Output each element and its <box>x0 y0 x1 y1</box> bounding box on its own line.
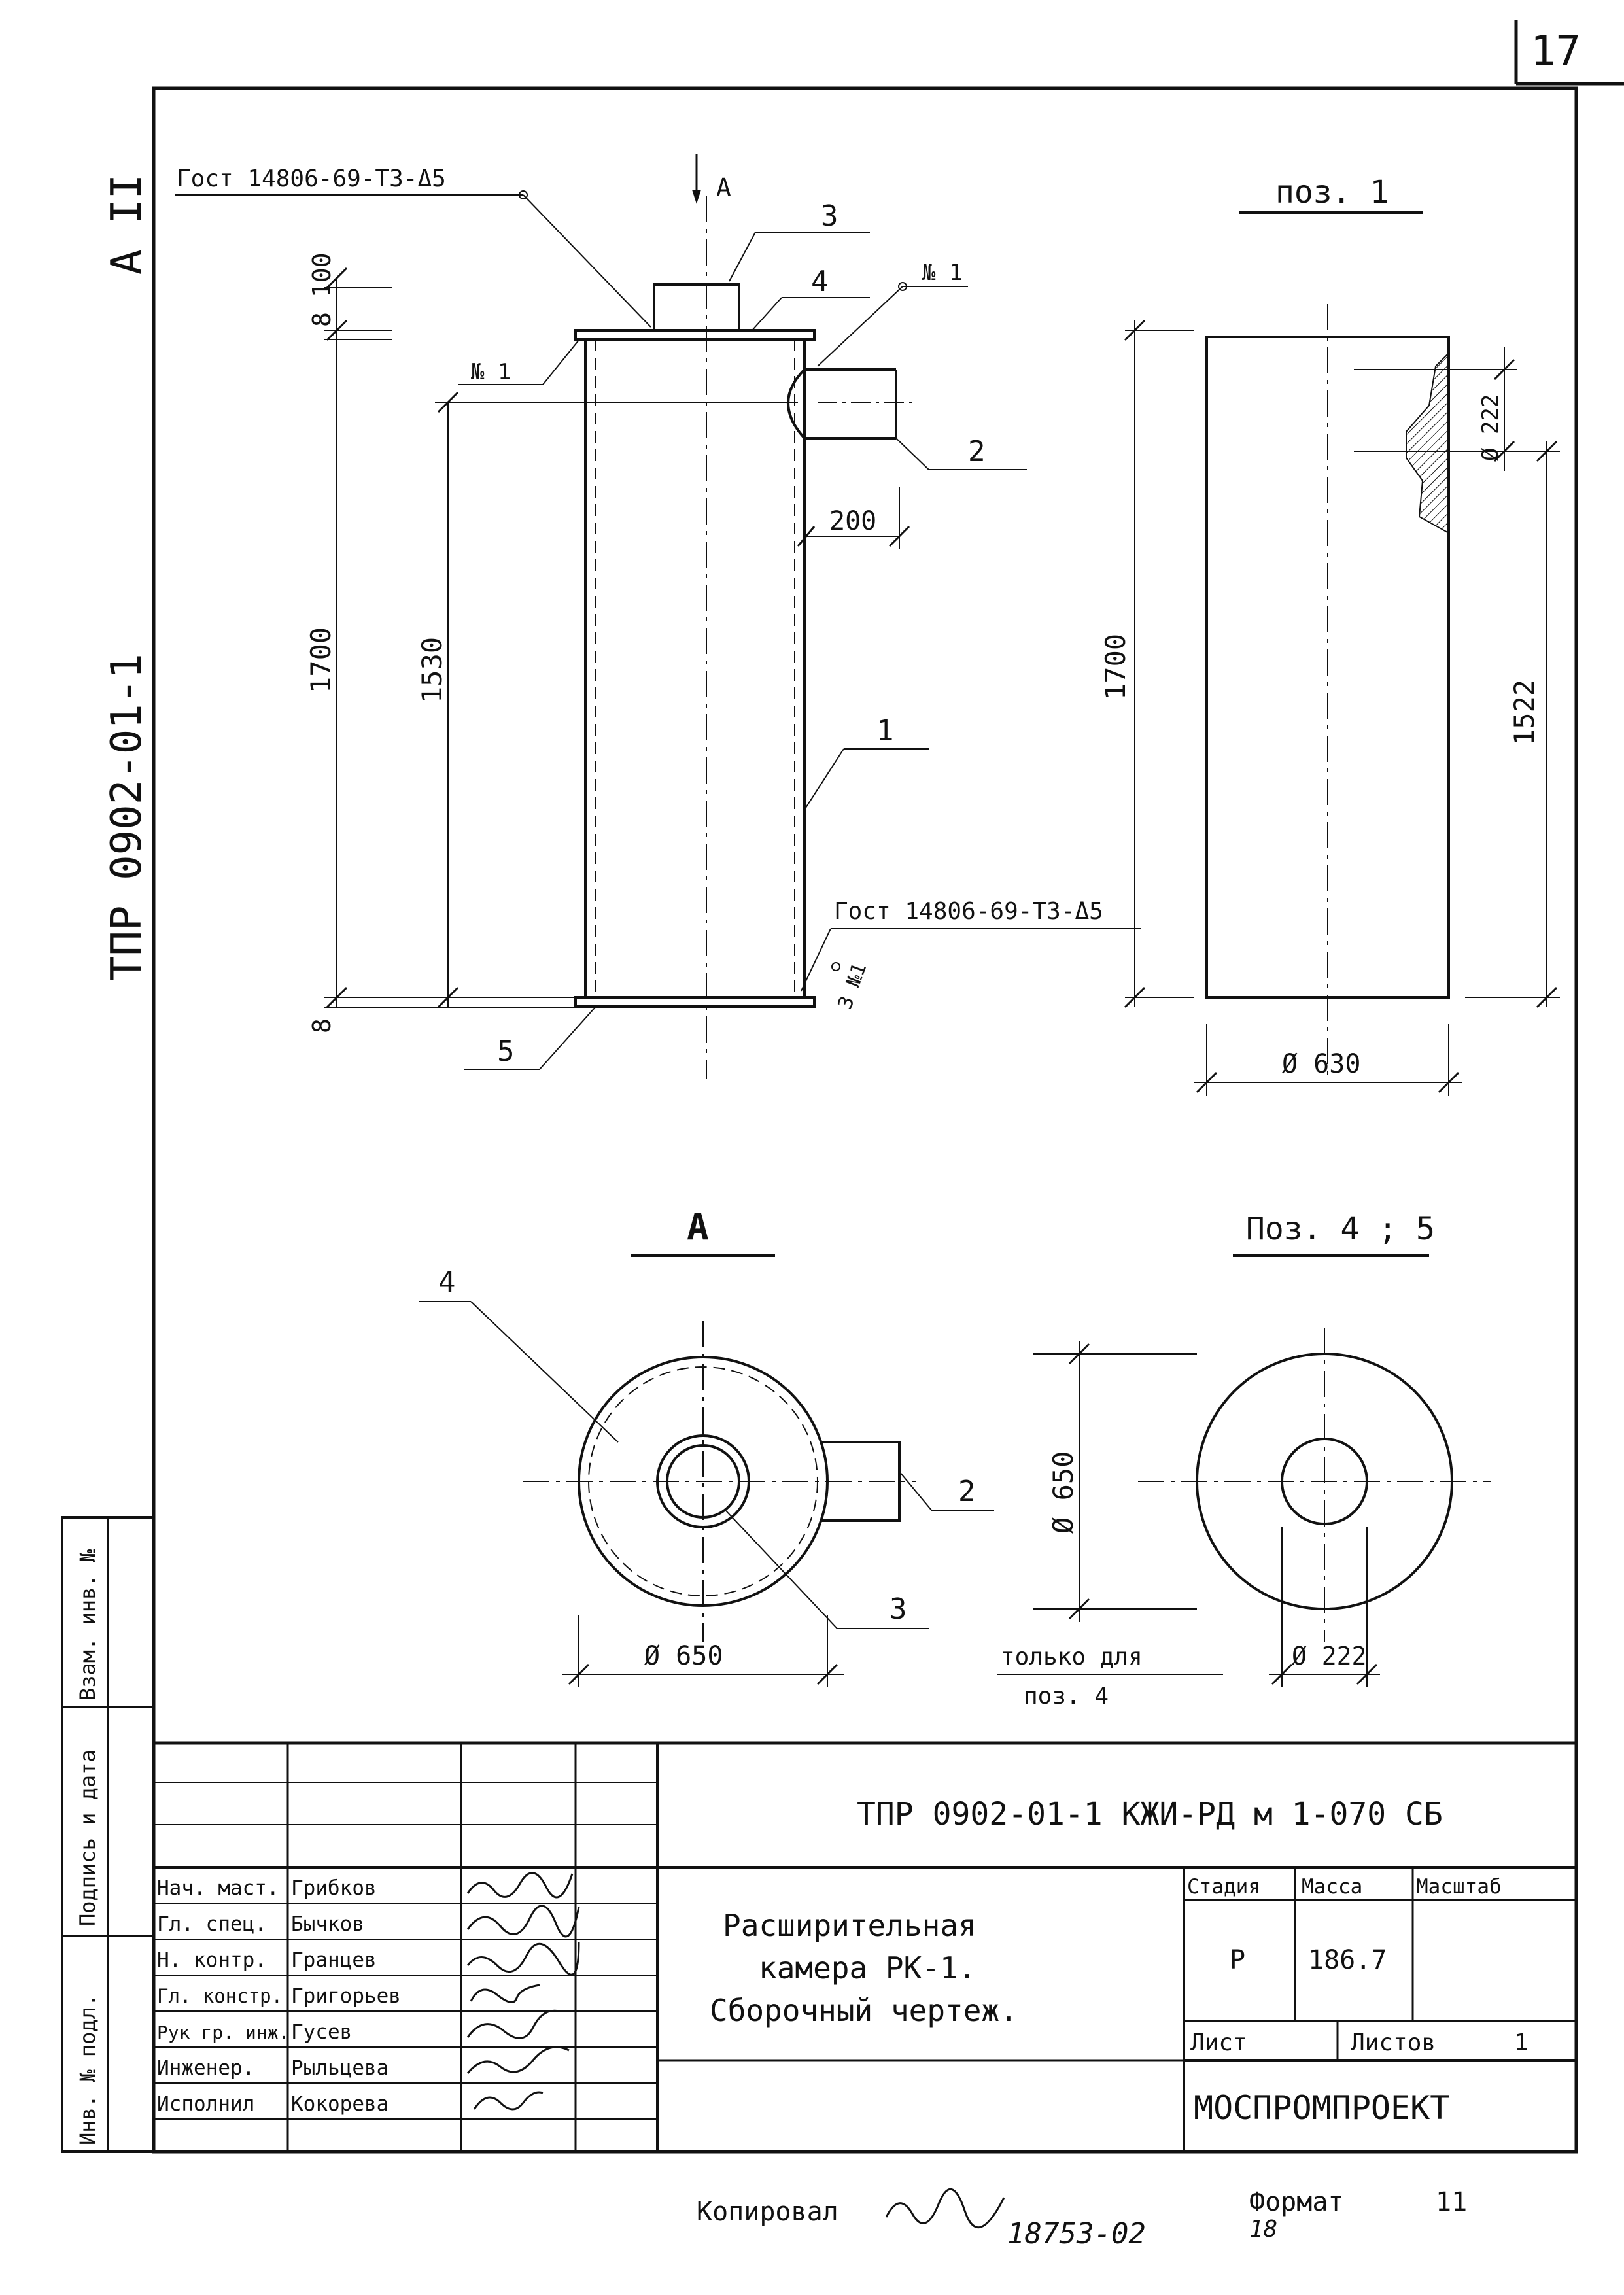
dim-1700-main: 1700 <box>305 627 337 693</box>
footer: Копировал 18753-02 Формат 11 18 <box>697 2187 1467 2251</box>
scale-label: Масштаб <box>1416 1875 1502 1899</box>
org-name: МОСПРОМПРОЕКТ <box>1194 2089 1449 2127</box>
pos1-dim-222: Ø 222 <box>1477 394 1504 461</box>
pos1-dim-1522: 1522 <box>1508 680 1540 746</box>
pos45-dim-650: Ø 650 <box>1047 1451 1079 1534</box>
footer-number: 18753-02 <box>1007 2217 1146 2251</box>
signatures <box>466 1872 580 2111</box>
person-role-4: Гл. констр. <box>157 1985 283 2007</box>
pos1-dim-630: Ø 630 <box>1282 1049 1360 1079</box>
main-view: А 3 4 2 1 5 Гост 14806-6 <box>175 154 1141 1079</box>
sheets-value: 1 <box>1514 2029 1529 2056</box>
pos45-title: Поз. 4 ; 5 <box>1246 1211 1435 1247</box>
pos45-dim-222: Ø 222 <box>1292 1642 1366 1670</box>
stage-value: Р <box>1230 1945 1245 1975</box>
dim-200: 200 <box>829 506 876 536</box>
callout-4: 4 <box>811 265 829 298</box>
sheet-frame <box>152 86 1578 2154</box>
view-a-callout-4: 4 <box>438 1266 456 1299</box>
side-code: ТПР 0902-01-1 <box>103 653 151 981</box>
pos45-note-line1: только для <box>1001 1644 1143 1670</box>
weld-note-top: Гост 14806-69-Т3-Δ5 <box>177 165 446 192</box>
person-name-5: Гусев <box>291 2020 352 2044</box>
view-a-dim-650: Ø 650 <box>644 1641 723 1671</box>
sheet-label: Лист <box>1190 2029 1247 2056</box>
stamp-col-signature: Подпись и дата <box>75 1750 100 1926</box>
person-role-6: Инженер. <box>157 2056 254 2080</box>
title-line-2: камера РК-1. <box>759 1950 976 1986</box>
title-line-1: Расширительная <box>723 1908 976 1943</box>
copier-signature <box>885 2188 1005 2229</box>
person-role-7: Исполнил <box>157 2092 254 2116</box>
mass-value: 186.7 <box>1308 1945 1387 1975</box>
mass-label: Масса <box>1302 1875 1362 1899</box>
title-block: ТПР 0902-01-1 КЖИ-РД м 1-070 СБ Нач. мас… <box>154 1741 1576 2152</box>
person-role-3: Н. контр. <box>157 1948 267 1972</box>
callout-2: 2 <box>968 435 986 468</box>
pos1-dim-1700: 1700 <box>1099 634 1132 700</box>
footer-sub: 18 <box>1249 2216 1277 2243</box>
dim-8-top: 8 <box>307 312 336 327</box>
view-a-title: А <box>687 1206 709 1249</box>
side-stamp: Инв. № подл. Подпись и дата Взам. инв. № <box>61 1516 155 2153</box>
stage-label: Стадия <box>1187 1875 1260 1899</box>
person-role-2: Гл. спец. <box>157 1912 267 1936</box>
view-a: А 4 2 3 Ø 650 <box>419 1206 994 1687</box>
footer-format-value: 11 <box>1436 2187 1467 2217</box>
dim-8-bottom: 8 <box>307 1018 336 1033</box>
person-name-1: Грибков <box>291 1876 377 1900</box>
person-role-1: Нач. маст. <box>157 1876 279 1900</box>
dim-100: 100 <box>307 252 336 298</box>
callout-3: 3 <box>821 199 838 233</box>
weld-mark-left: № 1 <box>471 359 511 385</box>
footer-copied: Копировал <box>697 2197 838 2227</box>
pos45-view: Поз. 4 ; 5 Ø 650 Ø 222 только для поз. 4 <box>997 1211 1491 1710</box>
view-arrow-icon <box>692 190 701 204</box>
view-a-callout-2: 2 <box>958 1475 976 1508</box>
view-arrow-label: А <box>716 173 731 202</box>
person-name-3: Гранцев <box>291 1948 377 1972</box>
stamp-col-replace: Взам. инв. № <box>75 1549 100 1700</box>
weld-note-bottom: Гост 14806-69-Т3-Δ5 <box>834 898 1103 925</box>
side-mark: А II <box>103 174 151 275</box>
person-name-7: Кокорева <box>291 2092 389 2116</box>
callout-1: 1 <box>876 714 894 748</box>
callout-5: 5 <box>497 1035 515 1068</box>
doc-code: ТПР 0902-01-1 КЖИ-РД м 1-070 СБ <box>857 1796 1443 1833</box>
dim-1530: 1530 <box>416 637 448 703</box>
person-name-6: Рыльцева <box>291 2056 389 2080</box>
person-name-4: Григорьев <box>291 1984 401 2008</box>
page-number-box: 17 <box>1514 20 1624 86</box>
weld-mark-right: № 1 <box>922 260 962 286</box>
stamp-col-inv: Инв. № подл. <box>75 1994 100 2145</box>
title-line-3: Сборочный чертеж. <box>710 1993 1018 2028</box>
page-number: 17 <box>1530 27 1581 76</box>
person-role-5: Рук гр. инж. <box>157 2022 289 2043</box>
pos45-note-line2: поз. 4 <box>1024 1683 1109 1710</box>
person-name-2: Бычков <box>291 1912 364 1936</box>
view-a-callout-3: 3 <box>890 1593 907 1626</box>
footer-format-label: Формат <box>1249 2187 1344 2217</box>
pos1-view: поз. 1 Ø 222 1700 1522 Ø 630 <box>1099 174 1560 1096</box>
pos1-title: поз. 1 <box>1275 174 1389 211</box>
sheets-label: Листов <box>1351 2029 1436 2056</box>
